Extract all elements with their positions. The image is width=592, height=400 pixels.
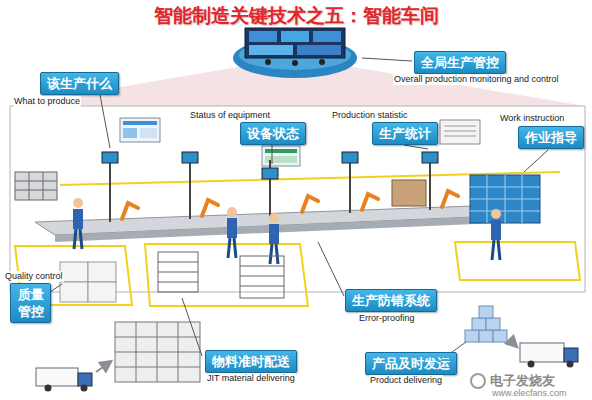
callout-box: 作业指导Work instruction xyxy=(518,126,584,149)
english-label: Error-proofing xyxy=(358,313,416,324)
callout-box: 质量 管控Quality control xyxy=(10,283,51,323)
english-label: JIT material delivering xyxy=(206,373,296,384)
watermark: 电子发烧友 xyxy=(490,373,555,389)
callout-label: 质量 管控 xyxy=(17,286,44,320)
callout-label: 该生产什么 xyxy=(47,75,112,92)
callout-label: 产品及时发运 xyxy=(372,355,450,372)
slide-title: 智能制造关键技术之五：智能车间 xyxy=(0,3,592,27)
callout-label: 生产统计 xyxy=(379,125,431,142)
callout-label: 全局生产管控 xyxy=(421,54,499,71)
callout-box: 该生产什么What to produce xyxy=(40,72,119,95)
callout-label: 物料准时配送 xyxy=(212,353,290,370)
english-label: Product delivering xyxy=(369,375,443,386)
callout-box: 物料准时配送JIT material delivering xyxy=(205,350,297,373)
callout-box: 产品及时发运Product delivering xyxy=(365,352,457,375)
callout-box: 全局生产管控Overall production monitoring and … xyxy=(414,51,506,74)
watermark-url: www.elecfans.com xyxy=(492,388,567,399)
english-label: Work instruction xyxy=(499,113,565,124)
english-label: What to produce xyxy=(13,96,81,107)
english-label: Overall production monitoring and contro… xyxy=(393,74,560,85)
english-label: Production statistic xyxy=(331,110,409,121)
callout-label: 设备状态 xyxy=(247,125,299,142)
english-label: Status of equipment xyxy=(189,110,271,121)
callout-label: 生产防错系统 xyxy=(352,292,430,309)
callout-box: 生产统计Production statistic xyxy=(372,122,438,145)
callout-box: 设备状态Status of equipment xyxy=(240,122,306,145)
english-label: Quality control xyxy=(4,271,64,282)
callout-label: 作业指导 xyxy=(525,129,577,146)
callout-box: 生产防错系统Error-proofing xyxy=(345,289,437,312)
